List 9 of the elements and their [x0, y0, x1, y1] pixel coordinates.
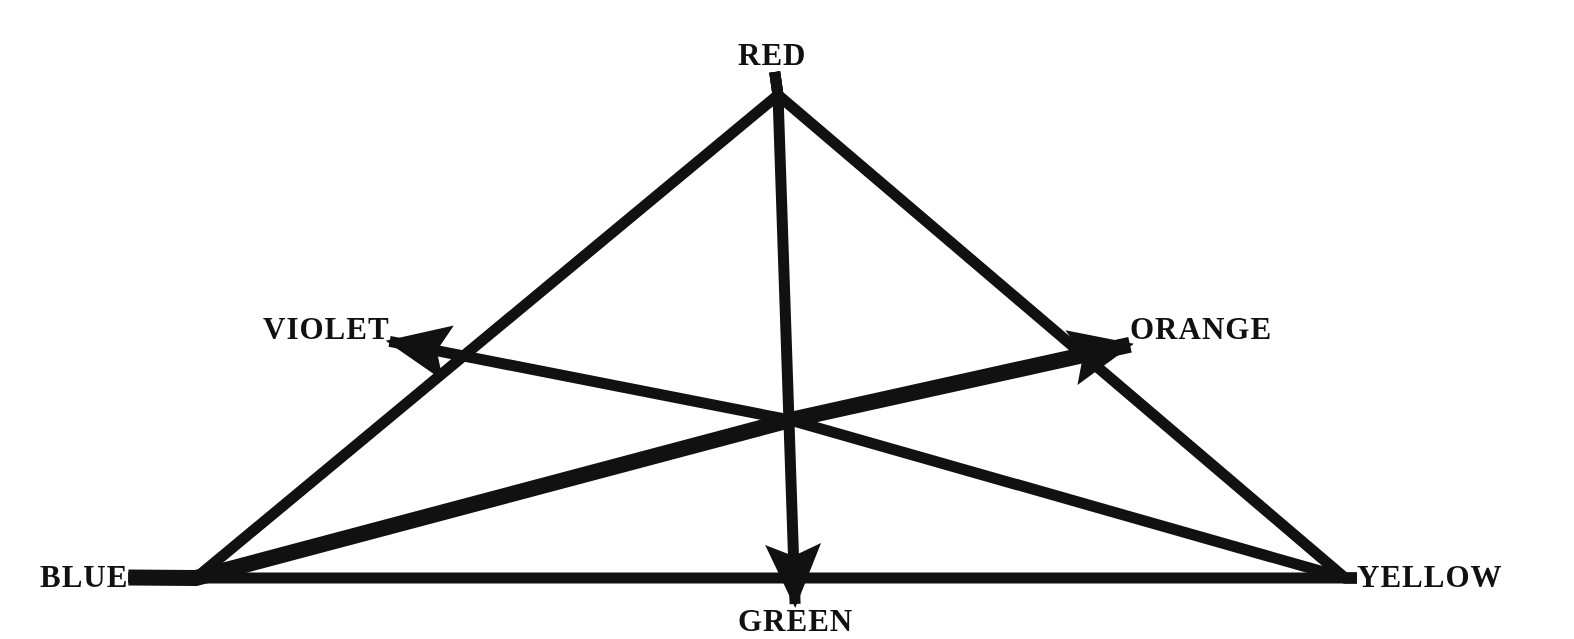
- color-name: YELLOW: [1357, 560, 1503, 594]
- color-name: VIOLET: [263, 312, 390, 346]
- color-name: BLUE: [40, 560, 129, 594]
- arrow: [128, 330, 1134, 586]
- arrow: [765, 71, 822, 608]
- arrow: [385, 325, 1358, 584]
- color-name: ORANGE: [1130, 312, 1273, 346]
- color-name: GREEN: [738, 604, 854, 638]
- color-name: RED: [738, 38, 807, 72]
